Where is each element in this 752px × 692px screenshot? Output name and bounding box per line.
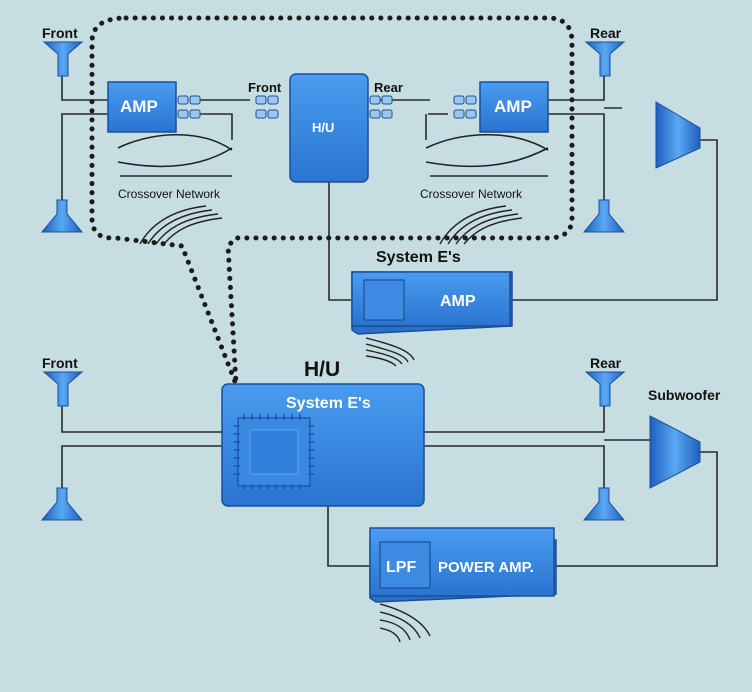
- hu-bottom-title: H/U: [304, 358, 340, 381]
- crossover-curves-left: [117, 133, 233, 177]
- rear-speaker-bottom-lower-icon: [582, 487, 626, 521]
- system-amp-box: [351, 271, 513, 335]
- cable-bundle-top-right: [439, 205, 523, 245]
- front-label-bottom: Front: [42, 355, 78, 371]
- front-label-top: Front: [42, 25, 78, 41]
- cable-bundle-top-left: [139, 205, 223, 245]
- amp-right-label: AMP: [494, 97, 532, 116]
- amp-right-box: [479, 81, 549, 133]
- crossover-curves-right: [425, 133, 549, 177]
- subwoofer-label: Subwoofer: [648, 387, 721, 403]
- hu-front-label: Front: [248, 80, 282, 95]
- front-speaker-bottom-upper-icon: [42, 371, 84, 407]
- power-amp-label: POWER AMP.: [438, 559, 534, 576]
- rear-label-top: Rear: [590, 25, 622, 41]
- crossover-left-label: Crossover Network: [118, 187, 221, 201]
- head-unit-top-box: [289, 73, 369, 183]
- rear-label-bottom: Rear: [590, 355, 622, 371]
- hu-top-label: H/U: [312, 120, 334, 135]
- crossover-right-label: Crossover Network: [420, 187, 523, 201]
- power-amp-box: [369, 527, 557, 603]
- front-speaker-top-upper-icon: [42, 41, 84, 77]
- front-speaker-top-lower-icon: [40, 199, 84, 233]
- lpf-label: LPF: [386, 559, 416, 576]
- subwoofer-top-icon: [655, 101, 701, 169]
- system-es-top-label: System E's: [376, 249, 461, 266]
- connector-plugs: [177, 95, 477, 119]
- hu-rear-label: Rear: [374, 80, 403, 95]
- rear-speaker-bottom-upper-icon: [584, 371, 626, 407]
- cable-bundle-power-amp: [379, 603, 431, 643]
- rear-speaker-top-upper-icon: [584, 41, 626, 77]
- front-speaker-bottom-lower-icon: [40, 487, 84, 521]
- subwoofer-bottom-icon: [649, 415, 701, 489]
- amp-left-box: [107, 81, 177, 133]
- system-amp-label: AMP: [440, 293, 476, 310]
- top-wiring: [61, 76, 718, 301]
- amp-left-label: AMP: [120, 97, 158, 116]
- cable-bundle-system-amp: [365, 337, 415, 367]
- rear-speaker-top-lower-icon: [582, 199, 626, 233]
- dotted-outline: [89, 15, 575, 385]
- hu-bottom-system-label: System E's: [286, 395, 371, 412]
- chip-icon: [234, 414, 314, 490]
